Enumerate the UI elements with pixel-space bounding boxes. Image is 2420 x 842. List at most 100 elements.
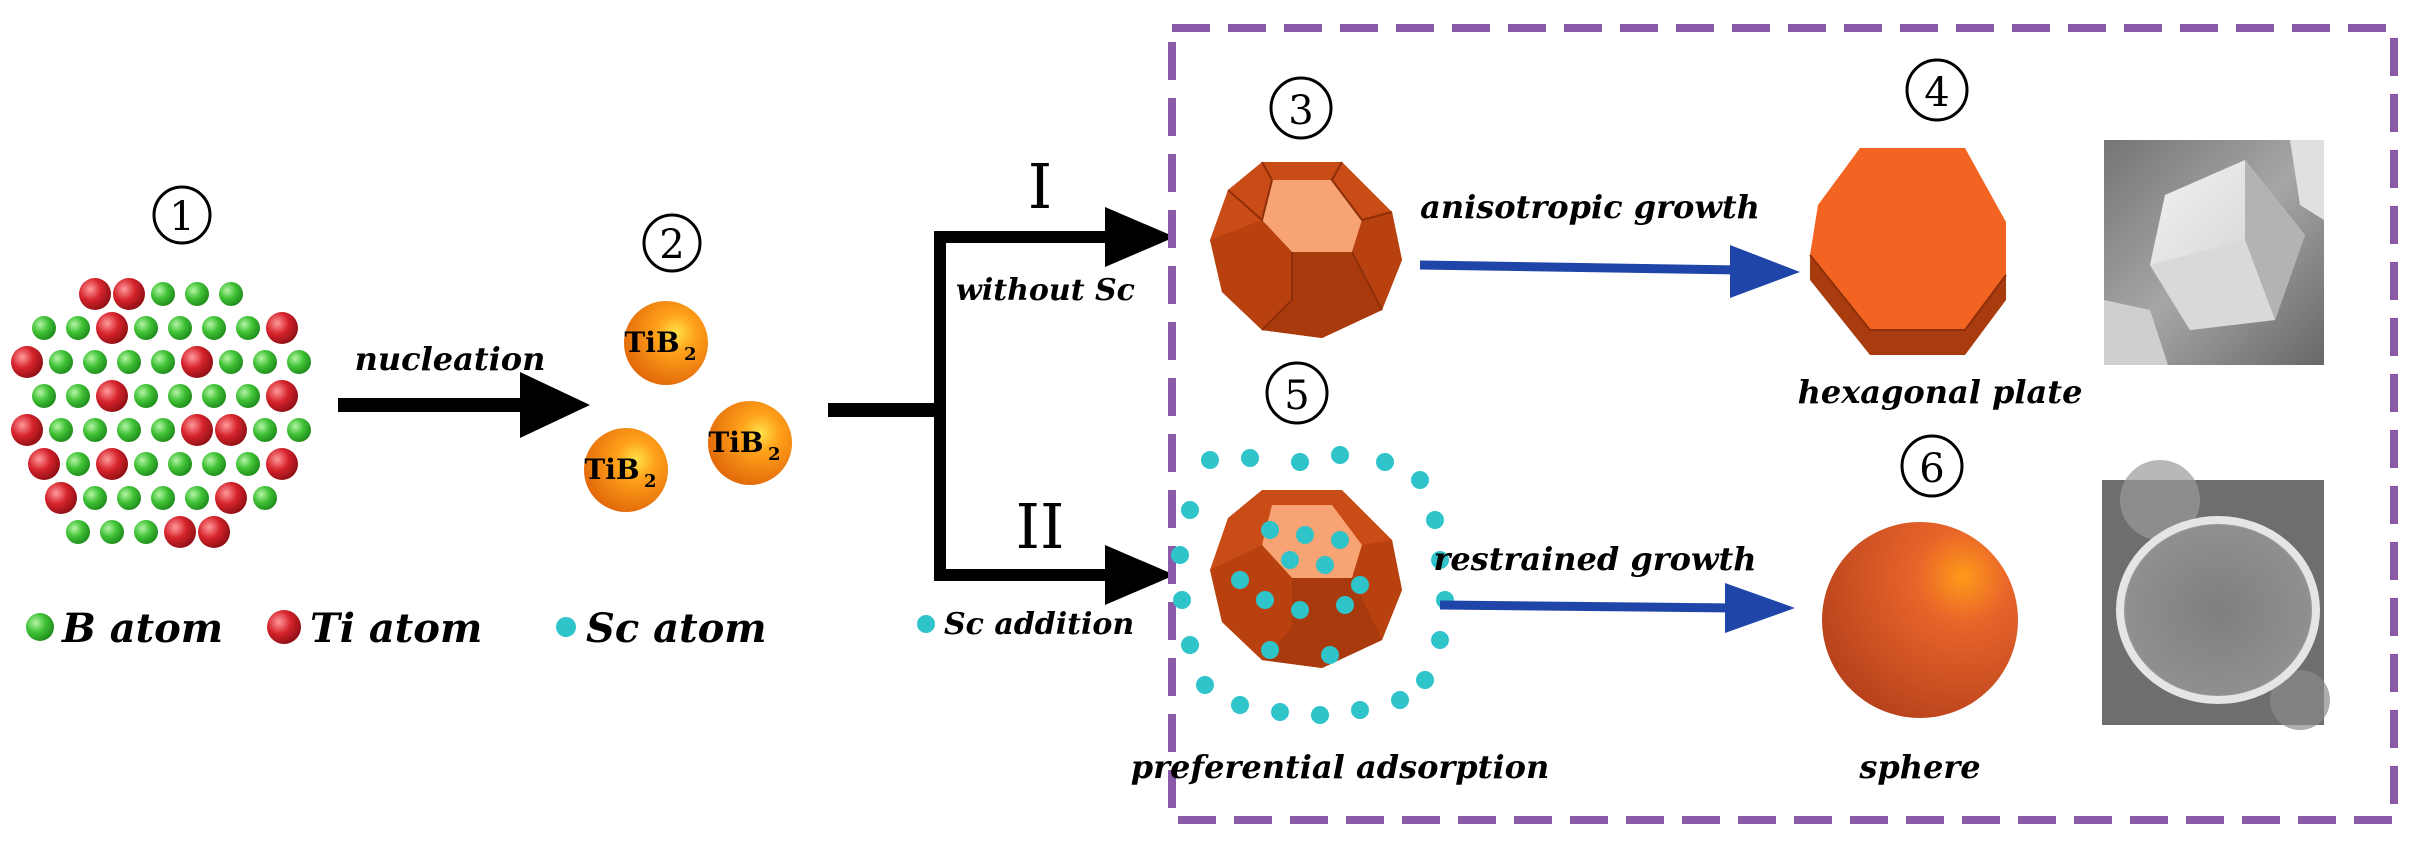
ti-atom	[181, 414, 213, 446]
b-atom	[100, 520, 124, 544]
b-atom	[202, 316, 226, 340]
b-atom	[287, 350, 311, 374]
svg-text:3: 3	[1288, 88, 1313, 134]
b-atom	[236, 384, 260, 408]
b-atom	[185, 486, 209, 510]
sc-atom	[1336, 596, 1354, 614]
sc-atom	[1231, 571, 1249, 589]
ti-atom	[96, 448, 128, 480]
b-atom	[253, 350, 277, 374]
sc-atom	[1181, 501, 1199, 519]
ti-atom	[96, 380, 128, 412]
sc-atom	[1426, 511, 1444, 529]
sc-addition-label: Sc addition	[917, 607, 1134, 642]
without-sc-label: without Sc	[956, 273, 1135, 308]
svg-text:4: 4	[1924, 70, 1949, 116]
svg-text:TiB: TiB	[624, 326, 679, 359]
anisotropic-growth-label: anisotropic growth	[1420, 188, 1760, 226]
b-atom	[32, 316, 56, 340]
ti-atom	[198, 516, 230, 548]
ti-atom	[215, 482, 247, 514]
stage-1-label: 1	[152, 185, 212, 245]
svg-text:6: 6	[1919, 446, 1944, 492]
sc-atom	[1171, 546, 1189, 564]
branch-connector	[828, 207, 1175, 605]
sc-atom	[1271, 703, 1289, 721]
sc-atom	[1231, 696, 1249, 714]
route-2-label: II	[1016, 490, 1065, 563]
sphere-label: sphere	[1858, 748, 1980, 786]
b-atom	[49, 418, 73, 442]
sc-atom	[1416, 671, 1434, 689]
b-atom	[117, 486, 141, 510]
ti-atom	[266, 380, 298, 412]
b-atom	[134, 384, 158, 408]
sc-atom	[1431, 631, 1449, 649]
svg-text:2: 2	[684, 344, 697, 365]
sc-atom	[1291, 601, 1309, 619]
sc-atom	[1351, 701, 1369, 719]
sc-atom	[1181, 636, 1199, 654]
nucleation-label: nucleation	[355, 340, 546, 378]
stage-4-label: 4	[1905, 58, 1969, 122]
b-atom	[134, 520, 158, 544]
b-atom	[49, 350, 73, 374]
b-atom	[83, 350, 107, 374]
b-atom-legend-label: B atom	[61, 605, 223, 652]
ti-atom	[96, 312, 128, 344]
ti-atom	[164, 516, 196, 548]
sphere-crystal	[1822, 522, 2018, 718]
b-atom	[83, 486, 107, 510]
b-atom	[117, 418, 141, 442]
ti-atom	[266, 312, 298, 344]
b-atom	[83, 418, 107, 442]
sc-atom	[1256, 591, 1274, 609]
b-atom-swatch	[26, 613, 54, 641]
ti-atom	[113, 278, 145, 310]
b-atom	[168, 384, 192, 408]
sc-atom-swatch	[556, 617, 576, 637]
route-1-label: I	[1028, 150, 1053, 223]
b-atom	[151, 350, 175, 374]
b-atom	[151, 418, 175, 442]
restrained-growth-label: restrained growth	[1433, 540, 1756, 578]
b-atom	[66, 316, 90, 340]
sc-atom	[1261, 521, 1279, 539]
stage-5-label: 5	[1265, 361, 1329, 425]
svg-text:2: 2	[659, 222, 684, 268]
sc-atom	[1331, 531, 1349, 549]
b-atom	[253, 418, 277, 442]
sc-atom	[1411, 471, 1429, 489]
ti-atom-swatch	[267, 610, 301, 644]
b-atom	[253, 486, 277, 510]
b-atom	[32, 384, 56, 408]
tib2-nucleus: TiB 2	[624, 301, 708, 385]
sc-atom	[1321, 646, 1339, 664]
sem-image-hexagonal	[2104, 140, 2324, 365]
sem-image-sphere	[2102, 460, 2330, 730]
svg-text:1: 1	[169, 194, 194, 240]
b-atom	[168, 316, 192, 340]
sc-atom	[1331, 446, 1349, 464]
sc-atom	[1201, 451, 1219, 469]
b-atom	[219, 350, 243, 374]
restrained-growth-arrow	[1439, 583, 1795, 633]
preferential-adsorption-label: preferential adsorption	[1131, 748, 1549, 786]
ti-atom	[79, 278, 111, 310]
b-atom	[219, 282, 243, 306]
sc-atom	[1351, 576, 1369, 594]
stage-2-label: 2	[642, 213, 702, 273]
ti-atom	[181, 346, 213, 378]
b-atom	[117, 350, 141, 374]
sc-atom	[1261, 641, 1279, 659]
sc-atom-legend-label: Sc atom	[586, 605, 767, 652]
svg-text:2: 2	[768, 444, 781, 465]
stage-3-label: 3	[1269, 76, 1333, 140]
b-atom	[236, 452, 260, 476]
b-atom	[202, 384, 226, 408]
hexagonal-plate-crystal	[1809, 148, 2007, 355]
hexagonal-plate-label: hexagonal plate	[1798, 373, 2083, 411]
svg-text:5: 5	[1284, 373, 1309, 419]
